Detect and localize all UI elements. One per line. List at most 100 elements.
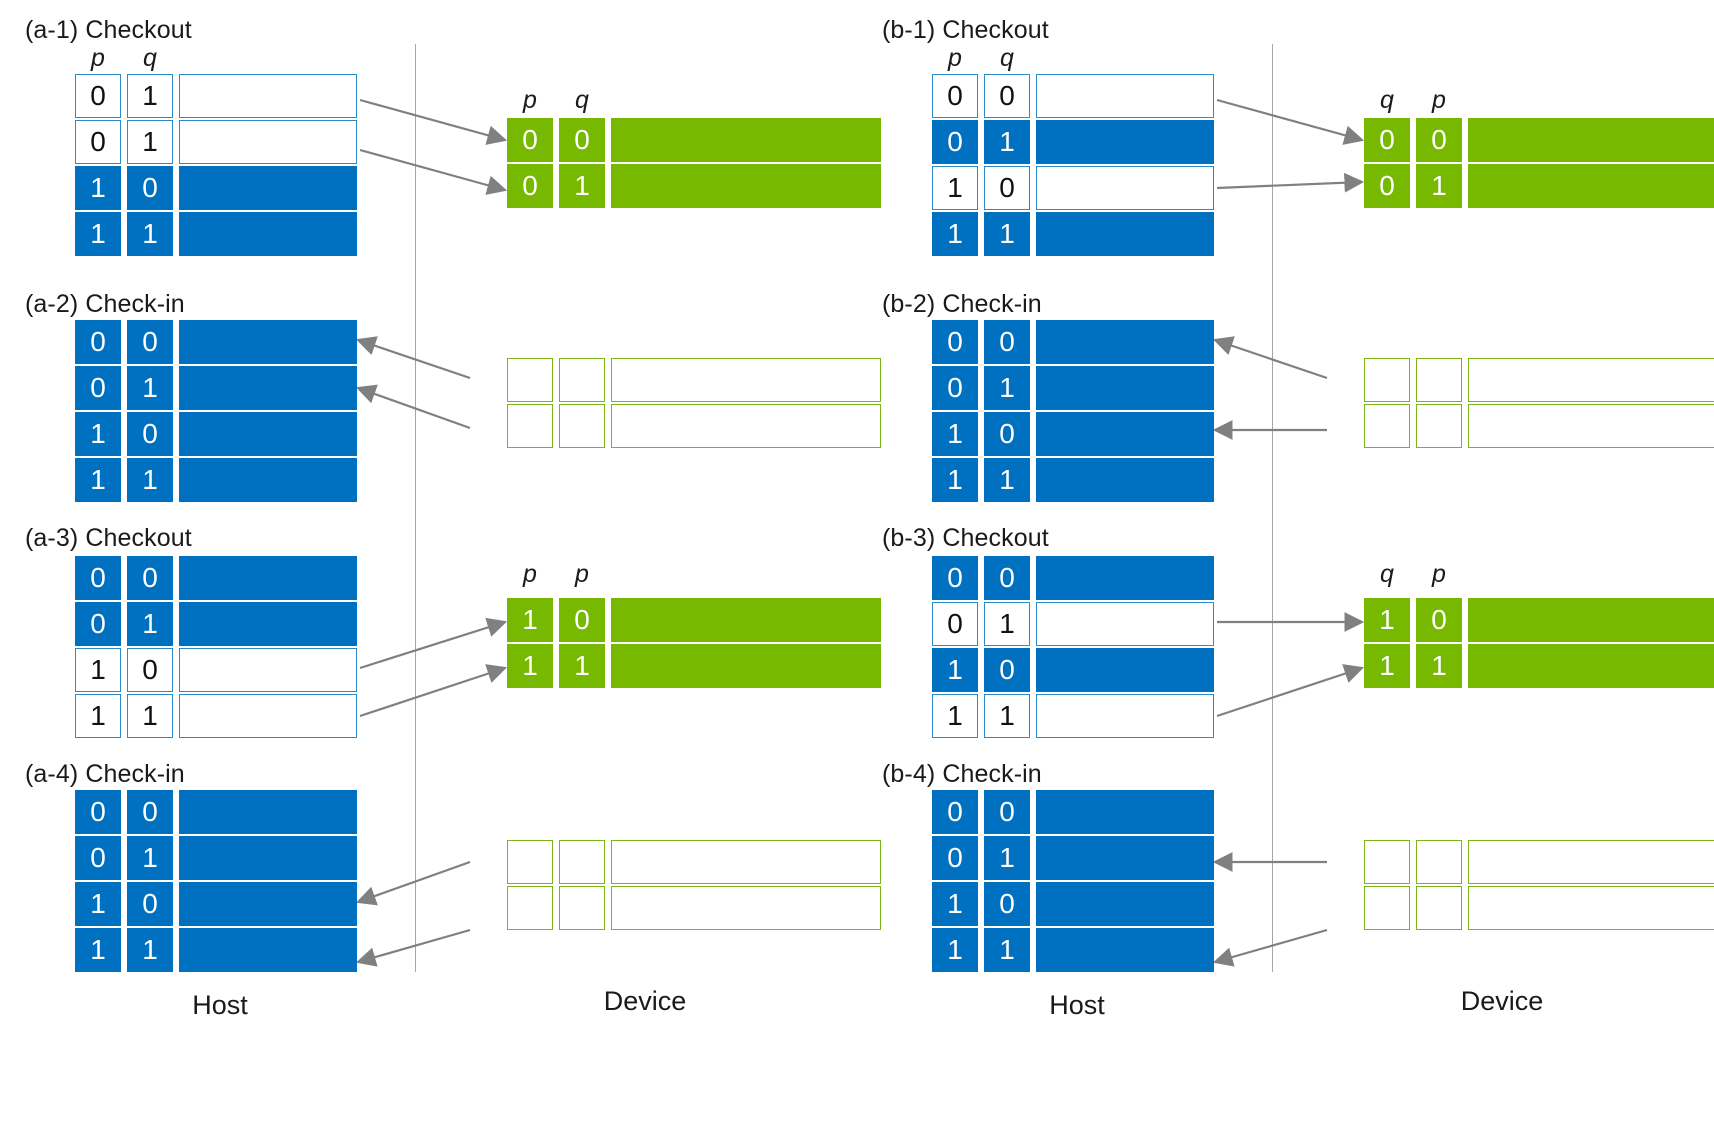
- cell-key-first: 1: [932, 212, 978, 256]
- panel-divider-b: [1272, 44, 1273, 972]
- cell-key-second: 0: [1416, 118, 1462, 162]
- cell-payload: [1036, 928, 1214, 972]
- cell-key-second: 0: [984, 648, 1030, 692]
- cell-key-second: 1: [984, 836, 1030, 880]
- cell-payload: [1036, 212, 1214, 256]
- cell-key-first: 1: [932, 412, 978, 456]
- section-title-b-1: (b-1) Checkout: [882, 16, 1049, 44]
- column-header-first-a-3: p: [523, 560, 537, 588]
- panel-divider-a: [415, 44, 416, 972]
- cell-payload: [1468, 598, 1714, 642]
- cell-payload: [179, 694, 357, 738]
- cell-key-second: 0: [127, 648, 173, 692]
- cell-key-second: 0: [984, 320, 1030, 364]
- cell-payload: [1036, 366, 1214, 410]
- cell-payload: [1036, 790, 1214, 834]
- column-header-first-b-3: q: [1380, 560, 1394, 588]
- cell-payload: [1468, 404, 1714, 448]
- cell-key-second: 0: [127, 166, 173, 210]
- cell-payload: [1036, 836, 1214, 880]
- cell-payload: [179, 882, 357, 926]
- cell-key-first: 0: [75, 790, 121, 834]
- cell-payload: [1036, 458, 1214, 502]
- cell-payload: [179, 212, 357, 256]
- cell-key-second: [559, 840, 605, 884]
- cell-key-second: 0: [984, 556, 1030, 600]
- cell-payload: [179, 74, 357, 118]
- cell-payload: [179, 166, 357, 210]
- cell-key-first: 0: [932, 790, 978, 834]
- cell-key-first: 0: [932, 120, 978, 164]
- cell-key-first: [507, 404, 553, 448]
- cell-payload: [1036, 602, 1214, 646]
- cell-key-second: 0: [127, 320, 173, 364]
- section-title-a-2: (a-2) Check-in: [25, 290, 185, 318]
- transfer-arrow-a-4-2: [355, 928, 471, 967]
- cell-key-second: 1: [559, 644, 605, 688]
- section-title-b-3: (b-3) Checkout: [882, 524, 1049, 552]
- cell-key-second: 0: [984, 790, 1030, 834]
- cell-key-first: 0: [75, 320, 121, 364]
- cell-key-first: 0: [932, 366, 978, 410]
- transfer-arrow-a-1-2: [359, 148, 508, 195]
- cell-key-first: 1: [932, 882, 978, 926]
- cell-key-second: 1: [559, 164, 605, 208]
- cell-key-second: 0: [984, 74, 1030, 118]
- cell-key-second: 1: [984, 120, 1030, 164]
- cell-payload: [179, 602, 357, 646]
- section-title-a-4: (a-4) Check-in: [25, 760, 185, 788]
- transfer-arrow-a-4-1: [355, 860, 471, 906]
- cell-payload: [611, 164, 881, 208]
- cell-key-first: 1: [1364, 644, 1410, 688]
- cell-key-first: 1: [932, 458, 978, 502]
- cell-payload: [1036, 648, 1214, 692]
- cell-key-first: 1: [75, 166, 121, 210]
- cell-payload: [611, 598, 881, 642]
- cell-key-second: 1: [127, 928, 173, 972]
- section-title-b-4: (b-4) Check-in: [882, 760, 1042, 788]
- cell-key-second: [1416, 404, 1462, 448]
- transfer-arrow-b-1-2: [1216, 172, 1365, 193]
- cell-key-second: 0: [984, 166, 1030, 210]
- cell-key-first: 1: [1364, 598, 1410, 642]
- cell-key-first: 0: [932, 836, 978, 880]
- cell-key-second: 1: [127, 366, 173, 410]
- cell-key-second: 0: [127, 882, 173, 926]
- cell-key-second: 0: [127, 556, 173, 600]
- cell-payload: [1468, 358, 1714, 402]
- transfer-arrow-a-1-1: [359, 98, 508, 145]
- cell-key-first: 1: [75, 694, 121, 738]
- cell-payload: [179, 458, 357, 502]
- cell-key-first: 1: [932, 648, 978, 692]
- cell-key-second: [559, 358, 605, 402]
- host-label-b: Host: [1049, 990, 1105, 1020]
- cell-key-first: [1364, 358, 1410, 402]
- cell-key-first: 0: [75, 74, 121, 118]
- cell-payload: [611, 118, 881, 162]
- cell-key-first: 0: [932, 602, 978, 646]
- cell-key-second: 1: [127, 212, 173, 256]
- cell-key-first: 0: [1364, 164, 1410, 208]
- cell-key-first: 0: [75, 602, 121, 646]
- cell-payload: [1036, 74, 1214, 118]
- cell-key-second: 1: [127, 74, 173, 118]
- cell-key-second: 1: [127, 694, 173, 738]
- cell-key-first: [1364, 840, 1410, 884]
- cell-payload: [1468, 118, 1714, 162]
- cell-payload: [1036, 694, 1214, 738]
- transfer-arrow-a-2-1: [355, 336, 471, 380]
- cell-key-first: 1: [507, 644, 553, 688]
- cell-key-second: [559, 404, 605, 448]
- cell-payload: [1036, 882, 1214, 926]
- cell-key-first: [507, 886, 553, 930]
- cell-key-first: 1: [75, 212, 121, 256]
- cell-payload: [611, 644, 881, 688]
- cell-payload: [1468, 644, 1714, 688]
- cell-key-second: 1: [984, 366, 1030, 410]
- host-label-a: Host: [192, 990, 248, 1020]
- transfer-arrow-a-2-2: [355, 384, 471, 430]
- column-header-second-b-1: q: [1000, 44, 1014, 72]
- cell-key-first: 1: [75, 648, 121, 692]
- cell-key-second: 1: [127, 120, 173, 164]
- cell-key-second: 1: [984, 212, 1030, 256]
